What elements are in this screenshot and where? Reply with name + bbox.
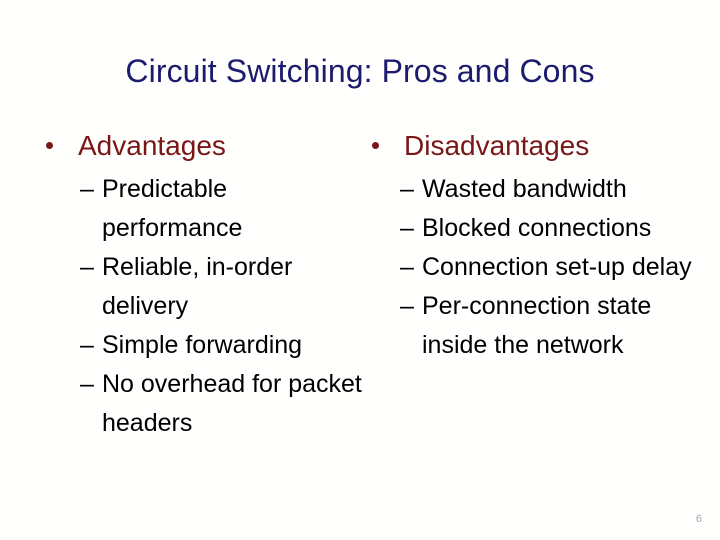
list-item: – Blocked connections [362, 209, 712, 248]
list-item: – Simple forwarding [36, 326, 366, 365]
list-item-label: Connection set-up delay [422, 253, 692, 281]
bullet-dot-icon [372, 142, 379, 149]
list-item: – Wasted bandwidth [362, 170, 712, 209]
page-title: Circuit Switching: Pros and Cons [125, 53, 595, 90]
list-item-label: No overhead for packet headers [102, 370, 362, 437]
heading-advantages-label: Advantages [78, 130, 226, 161]
list-item: – Per-connection state inside the networ… [362, 287, 712, 365]
column-advantages: Advantages – Predictable performance – R… [36, 128, 366, 443]
heading-advantages: Advantages [36, 128, 366, 164]
list-item-label: Reliable, in-order delivery [102, 253, 293, 320]
list-item: – No overhead for packet headers [36, 365, 366, 443]
em-dash-icon: – [400, 292, 414, 320]
list-item: – Reliable, in-order delivery [36, 248, 366, 326]
list-disadvantages: – Wasted bandwidth – Blocked connections… [362, 170, 712, 365]
em-dash-icon: – [80, 370, 94, 398]
list-item-label: Predictable performance [102, 175, 243, 242]
column-disadvantages: Disadvantages – Wasted bandwidth – Block… [362, 128, 712, 365]
em-dash-icon: – [400, 253, 414, 281]
list-item: – Predictable performance [36, 170, 366, 248]
list-item-label: Simple forwarding [102, 331, 303, 359]
em-dash-icon: – [80, 253, 94, 281]
heading-disadvantages-label: Disadvantages [404, 130, 590, 161]
list-item-label: Wasted bandwidth [422, 175, 627, 203]
list-item-label: Blocked connections [422, 214, 652, 242]
em-dash-icon: – [80, 175, 94, 203]
em-dash-icon: – [400, 175, 414, 203]
em-dash-icon: – [400, 214, 414, 242]
heading-disadvantages: Disadvantages [362, 128, 712, 164]
em-dash-icon: – [80, 331, 94, 359]
list-item-label: Per-connection state inside the network [422, 292, 652, 359]
list-advantages: – Predictable performance – Reliable, in… [36, 170, 366, 443]
bullet-dot-icon [46, 142, 53, 149]
list-item: – Connection set-up delay [362, 248, 712, 287]
content-columns: Advantages – Predictable performance – R… [0, 128, 720, 488]
page-number: 6 [695, 513, 702, 525]
